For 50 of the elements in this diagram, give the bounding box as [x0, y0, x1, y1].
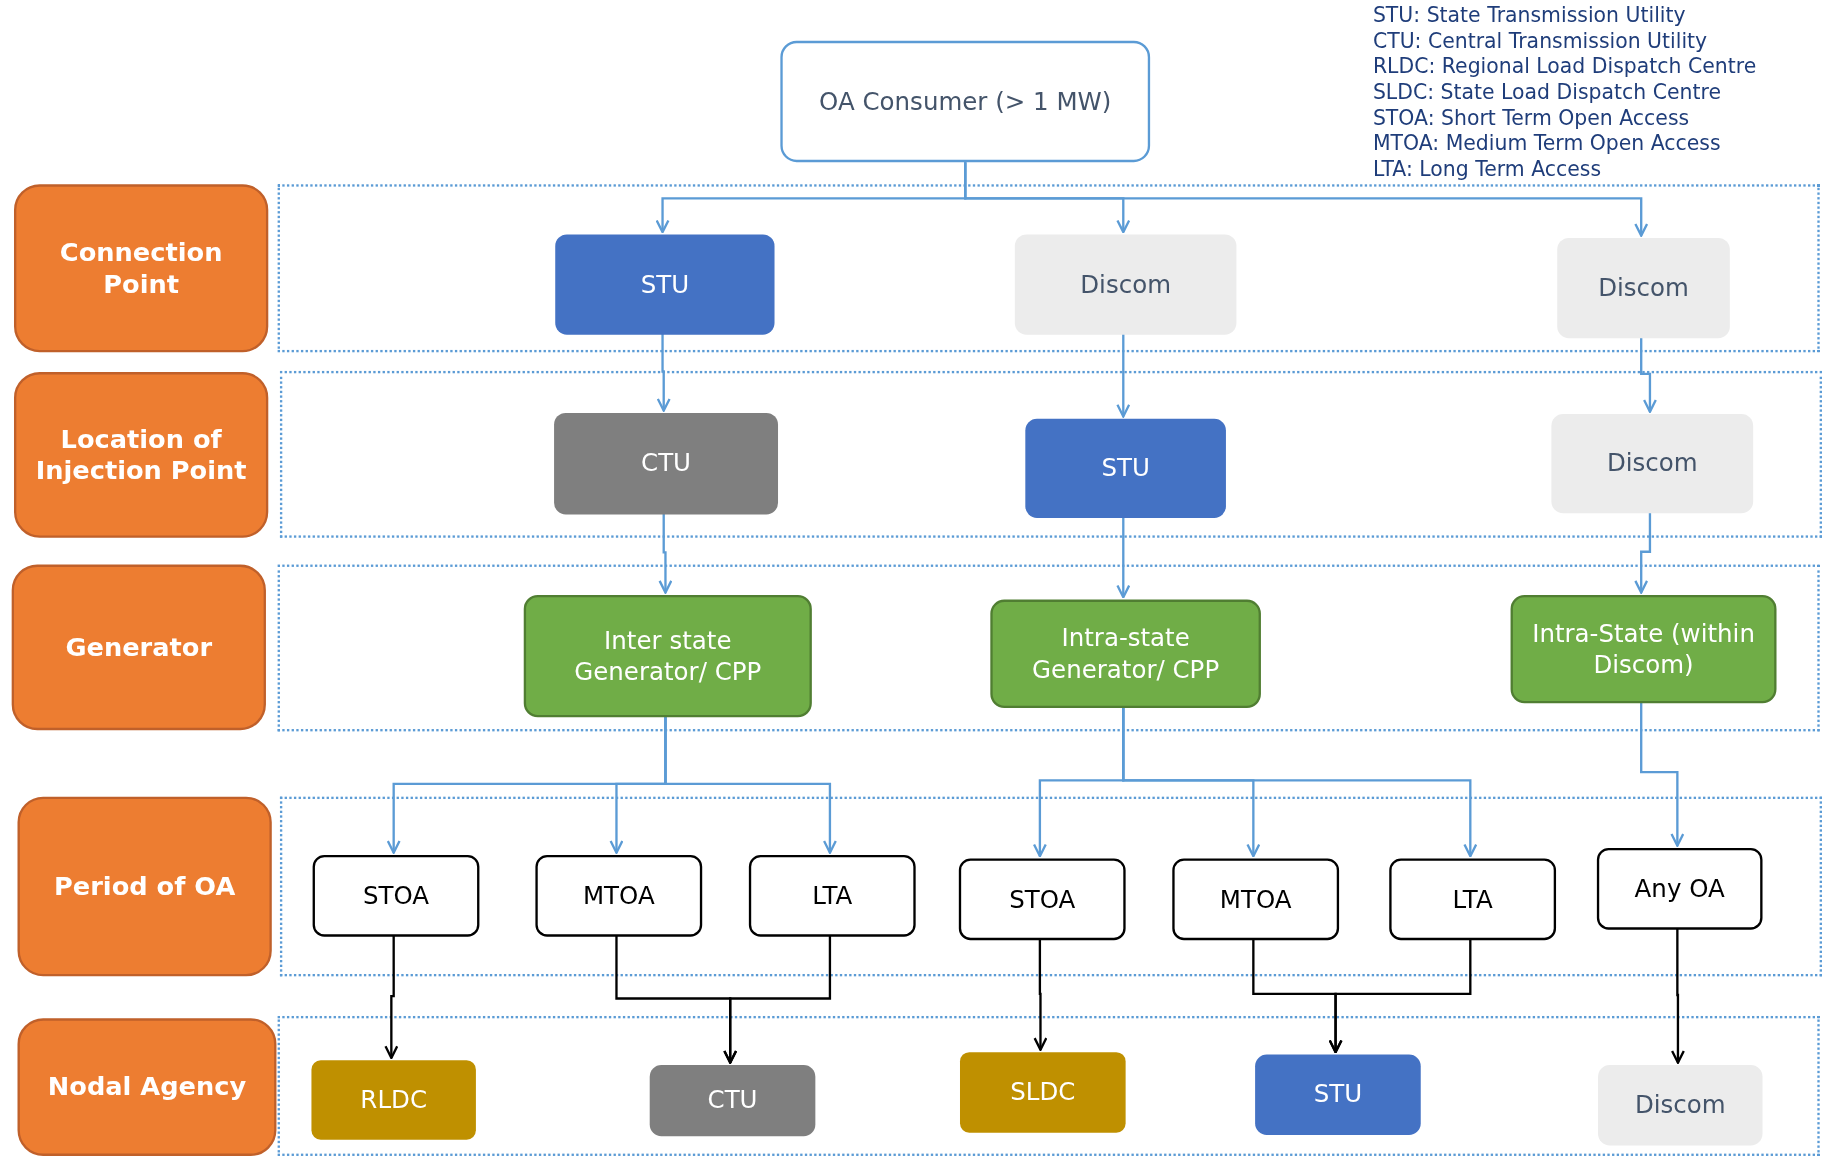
arrow — [1116, 332, 1131, 418]
process-box: RLDC — [311, 1060, 476, 1140]
process-box: CTU — [554, 412, 778, 515]
arrow — [723, 934, 832, 1064]
process-box: Inter state Generator/ CPP — [523, 594, 812, 718]
process-box: STU — [1255, 1054, 1421, 1135]
abbreviation-note: STU: State Transmission Utility — [1372, 2, 1686, 28]
process-box: Intra-State (within Discom) — [1510, 594, 1777, 704]
process-box: CTU — [649, 1064, 816, 1137]
process-box: Intra-state Generator/ CPP — [990, 599, 1261, 709]
arrow — [1122, 705, 1478, 858]
row-band — [279, 796, 1822, 977]
arrow — [964, 162, 1649, 237]
arrow — [664, 715, 837, 854]
process-box: Discom — [1557, 237, 1730, 339]
process-box: Discom — [1598, 1064, 1763, 1146]
arrow — [658, 512, 673, 594]
row-label: Period of OA — [17, 796, 272, 977]
arrow — [384, 934, 399, 1060]
row-band — [279, 370, 1822, 538]
row-label: Nodal Agency — [17, 1018, 277, 1156]
process-box: Discom — [1014, 234, 1237, 335]
arrow — [1670, 927, 1685, 1064]
process-box: MTOA — [535, 855, 703, 937]
abbreviation-note: CTU: Central Transmission Utility — [1372, 28, 1708, 54]
process-box: LTA — [748, 855, 916, 937]
process-box: Any OA — [1596, 848, 1763, 930]
arrow — [1640, 701, 1685, 847]
row-label: Connection Point — [14, 184, 269, 353]
process-box: STU — [1025, 418, 1226, 518]
arrow — [656, 332, 671, 412]
process-box: SLDC — [960, 1052, 1126, 1133]
abbreviation-note: SLDC: State Load Dispatch Centre — [1372, 79, 1721, 105]
process-box: STU — [555, 234, 775, 335]
abbreviation-note: LTA: Long Term Access — [1372, 156, 1602, 182]
row-band — [277, 184, 1820, 353]
row-label: Generator — [11, 564, 266, 731]
abbreviation-note: STOA: Short Term Open Access — [1372, 105, 1690, 131]
process-box: LTA — [1389, 858, 1557, 941]
process-box: MTOA — [1172, 858, 1340, 941]
row-label: Location of Injection Point — [14, 372, 269, 538]
process-box: STOA — [312, 855, 480, 937]
process-box: Discom — [1551, 414, 1754, 514]
row-band — [277, 1016, 1820, 1156]
process-box: OA Consumer (> 1 MW) — [780, 40, 1151, 163]
abbreviation-note: RLDC: Regional Load Dispatch Centre — [1372, 53, 1757, 80]
abbreviation-note: MTOA: Medium Term Open Access — [1372, 130, 1721, 157]
process-box: STOA — [958, 858, 1126, 941]
arrow — [1116, 515, 1131, 599]
row-band — [277, 564, 1820, 732]
